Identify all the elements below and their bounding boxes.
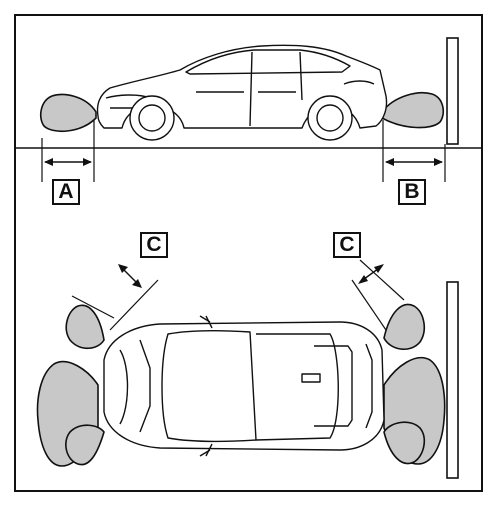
front-sensor-zone — [39, 93, 97, 133]
rear-sensor-zone — [381, 92, 445, 129]
label-c-left: C — [140, 232, 168, 258]
dimension-c-right-guide-1 — [351, 279, 387, 331]
label-a: A — [52, 179, 80, 205]
dimension-c-left-guide-2 — [109, 279, 159, 331]
car-top-view — [103, 315, 385, 457]
dimension-b-arrowhead-right — [434, 158, 443, 166]
front-corner-sensor-zone-top — [65, 304, 105, 350]
rear-corner-sensor-zone-top — [383, 303, 426, 350]
dimension-b-arrowhead-left — [385, 158, 394, 166]
dimension-c-left-guide-1 — [71, 295, 115, 319]
car-side-view — [96, 44, 388, 141]
dimension-a-arrowhead-left — [44, 158, 53, 166]
label-b: B — [398, 179, 426, 205]
dimension-a-arrowhead-right — [83, 158, 92, 166]
dimension-c-right-guide-2 — [359, 259, 405, 301]
dimension-c-right-arrowhead-2 — [374, 264, 384, 273]
wall-side-view — [446, 37, 459, 145]
dimension-c-left-arrowhead-2 — [132, 279, 142, 288]
wall-top-view — [446, 281, 459, 479]
dimension-c-left-arrowhead-1 — [118, 264, 128, 273]
label-c-right: C — [333, 232, 361, 258]
diagram-frame — [14, 14, 483, 492]
rear-corner-sensor-zone-bottom — [383, 421, 426, 465]
dimension-c-right-arrowhead-1 — [358, 275, 368, 284]
front-corner-sensor-zone-bottom — [65, 424, 105, 466]
